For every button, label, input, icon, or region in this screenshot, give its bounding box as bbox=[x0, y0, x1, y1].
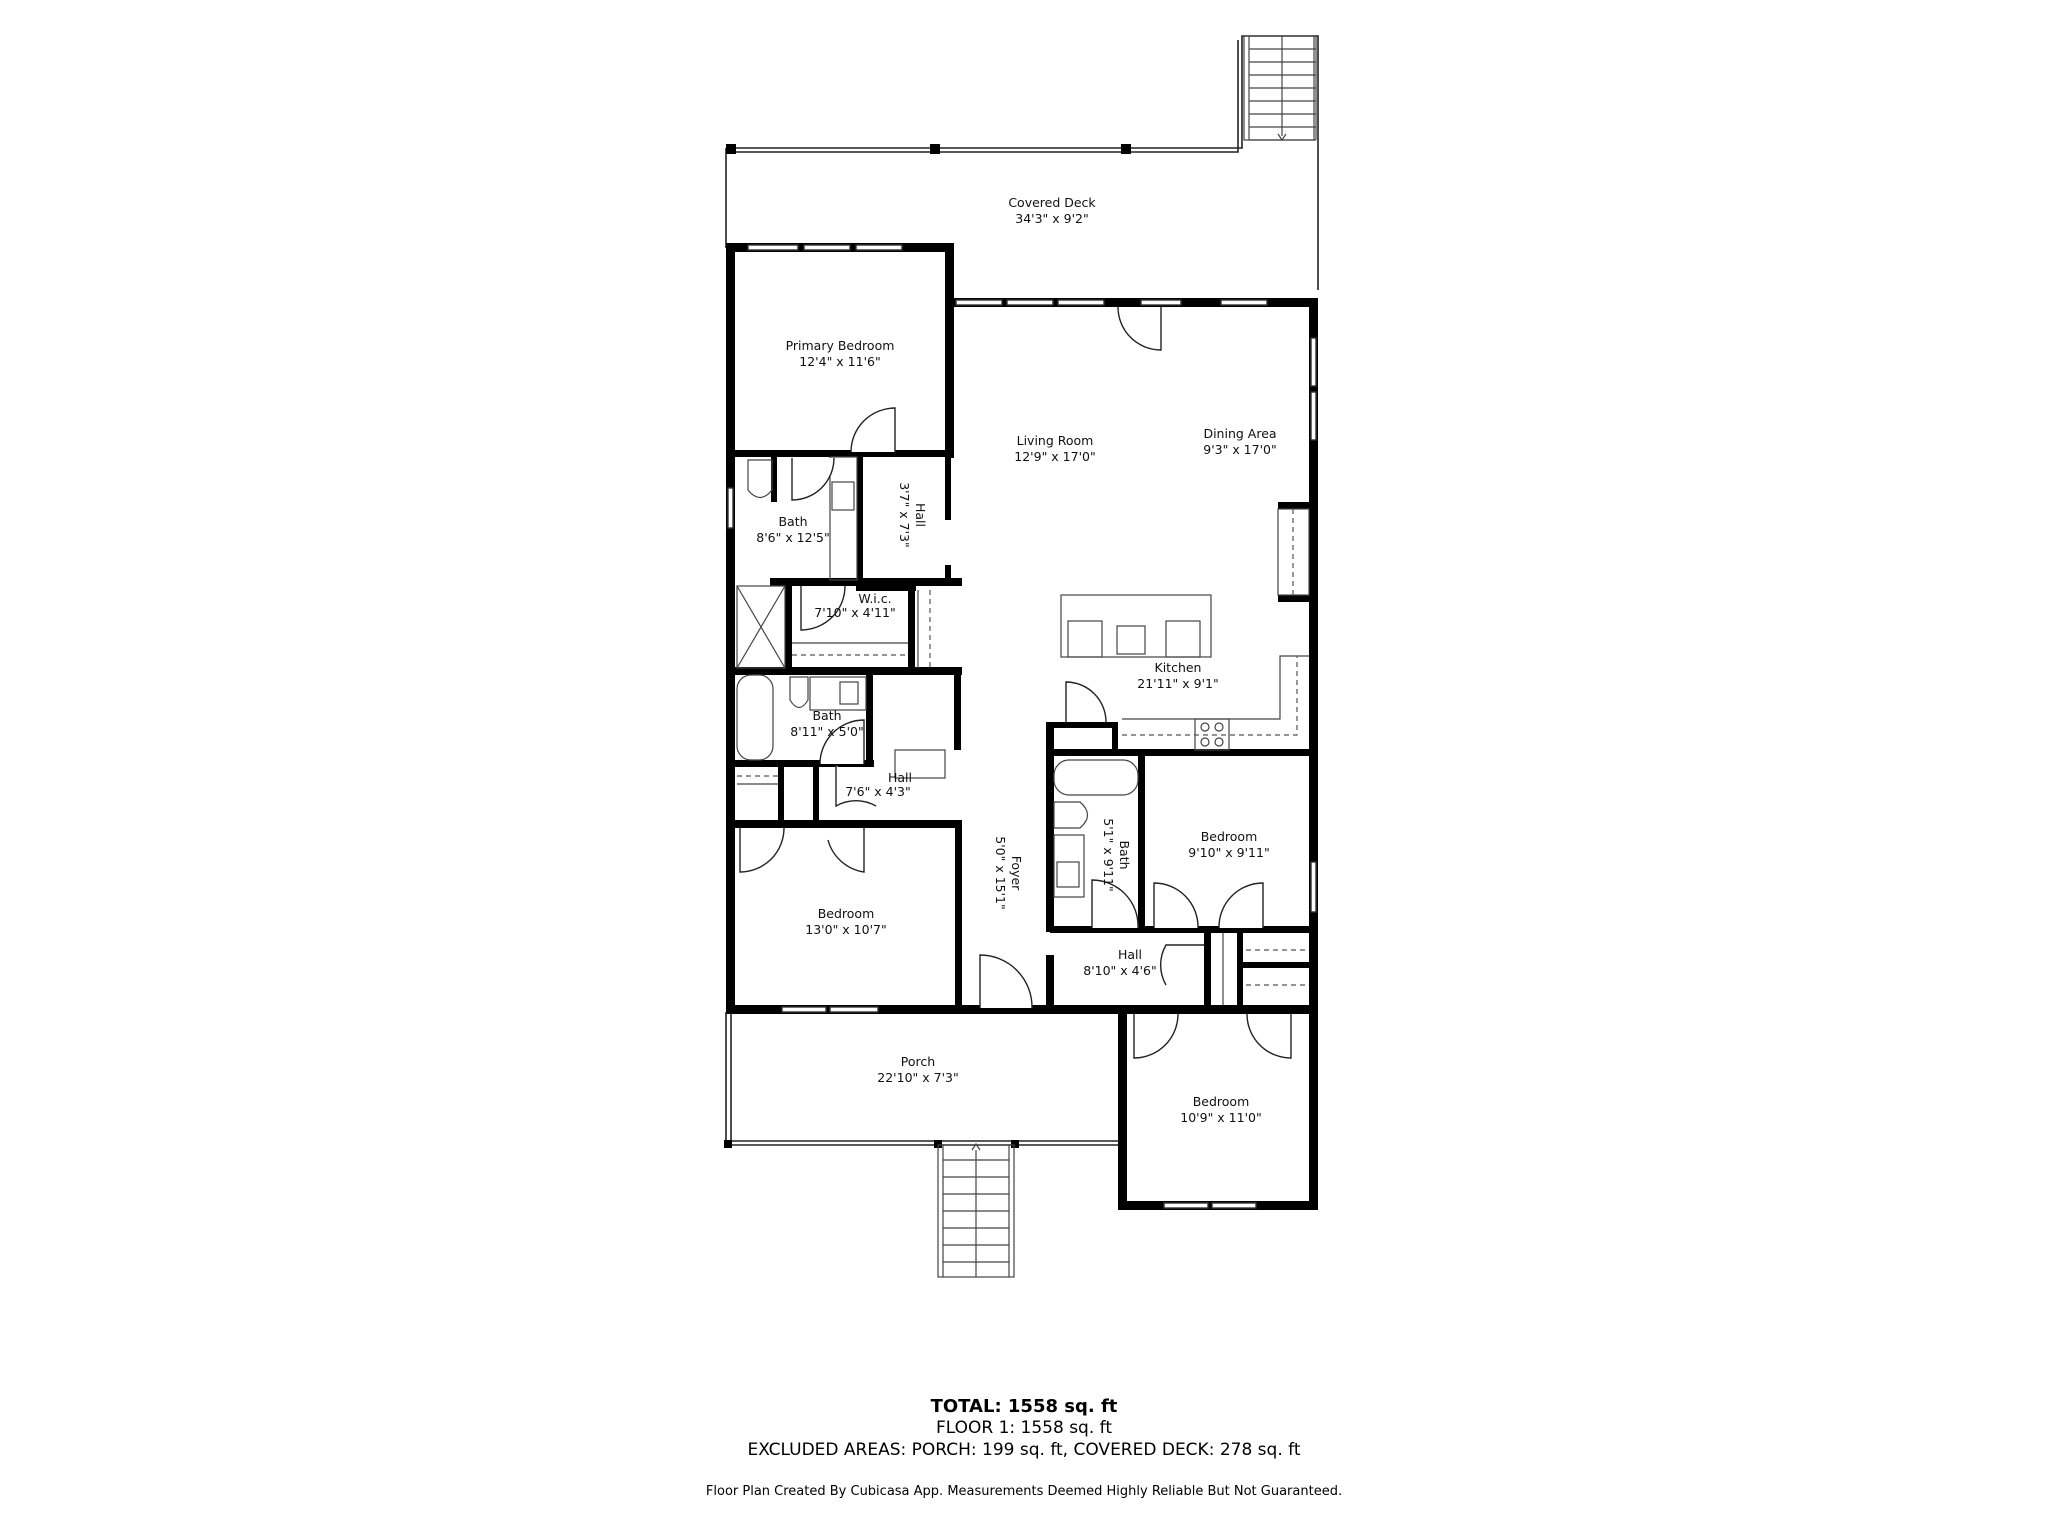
interior-walls bbox=[726, 450, 1316, 1010]
room-dims-foyer: 5'0" x 15'1" bbox=[993, 836, 1008, 909]
room-name-porch: Porch bbox=[901, 1054, 935, 1069]
room-name-hall-3: Hall bbox=[1118, 947, 1142, 962]
room-dims-primary-bedroom: 12'4" x 11'6" bbox=[799, 354, 880, 369]
room-name-hall-primary: Hall bbox=[913, 503, 928, 527]
room-dims-wic: 7'10" x 4'11" bbox=[814, 605, 895, 620]
room-name-living-room: Living Room bbox=[1017, 433, 1094, 448]
floor-1-area: FLOOR 1: 1558 sq. ft bbox=[935, 1418, 1113, 1438]
room-name-bath-3: Bath bbox=[1117, 840, 1132, 869]
room-dims-hall-2: 7'6" x 4'3" bbox=[845, 784, 911, 799]
excluded-areas: EXCLUDED AREAS: PORCH: 199 sq. ft, COVER… bbox=[747, 1440, 1301, 1460]
room-labels: Covered Deck 34'3" x 9'2" Primary Bedroo… bbox=[756, 195, 1276, 1125]
room-name-dining-area: Dining Area bbox=[1203, 426, 1276, 441]
room-dims-dining-area: 9'3" x 17'0" bbox=[1203, 442, 1276, 457]
room-name-kitchen: Kitchen bbox=[1155, 660, 1202, 675]
room-name-covered-deck: Covered Deck bbox=[1008, 195, 1096, 210]
room-dims-living-room: 12'9" x 17'0" bbox=[1014, 449, 1095, 464]
room-dims-covered-deck: 34'3" x 9'2" bbox=[1015, 211, 1088, 226]
room-name-bedroom-bottom: Bedroom bbox=[1193, 1094, 1250, 1109]
room-name-foyer: Foyer bbox=[1009, 856, 1024, 891]
fixtures bbox=[736, 456, 1310, 1005]
room-name-primary-bath: Bath bbox=[778, 514, 807, 529]
room-dims-bedroom-right: 9'10" x 9'11" bbox=[1188, 845, 1269, 860]
room-name-bath-2: Bath bbox=[812, 708, 841, 723]
room-dims-bath-3: 5'1" x 9'11" bbox=[1101, 818, 1116, 891]
room-dims-hall-3: 8'10" x 4'6" bbox=[1083, 963, 1156, 978]
covered-deck bbox=[725, 35, 1319, 290]
room-dims-porch: 22'10" x 7'3" bbox=[877, 1070, 958, 1085]
disclaimer-credit: Floor Plan Created By Cubicasa App. Meas… bbox=[705, 1484, 1343, 1499]
room-dims-primary-bath: 8'6" x 12'5" bbox=[756, 530, 829, 545]
porch-stairs bbox=[937, 1142, 1015, 1278]
doors bbox=[739, 306, 1292, 1059]
room-dims-bath-2: 8'11" x 5'0" bbox=[790, 724, 863, 739]
room-dims-bedroom-bottom: 10'9" x 11'0" bbox=[1180, 1110, 1261, 1125]
total-area: TOTAL: 1558 sq. ft bbox=[930, 1396, 1118, 1417]
deck-stairs bbox=[1243, 35, 1317, 142]
room-name-bedroom-left: Bedroom bbox=[818, 906, 875, 921]
room-dims-kitchen: 21'11" x 9'1" bbox=[1137, 676, 1218, 691]
room-dims-bedroom-left: 13'0" x 10'7" bbox=[805, 922, 886, 937]
room-name-hall-2: Hall bbox=[888, 770, 912, 785]
room-name-wic: W.i.c. bbox=[858, 591, 891, 606]
room-name-primary-bedroom: Primary Bedroom bbox=[786, 338, 895, 353]
room-name-bedroom-right: Bedroom bbox=[1201, 829, 1258, 844]
room-dims-hall-primary: 3'7" x 7'3" bbox=[897, 482, 912, 548]
windows bbox=[727, 244, 1317, 1209]
